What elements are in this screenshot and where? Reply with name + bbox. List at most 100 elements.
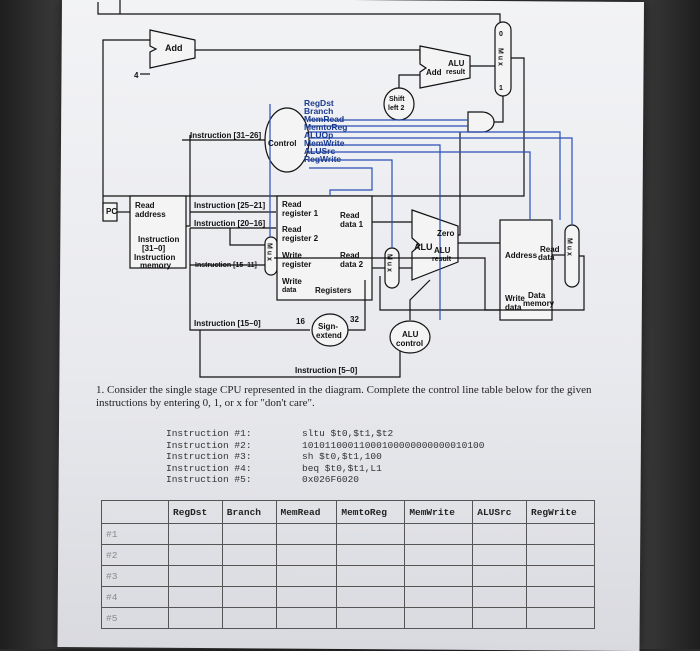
top-mux-label: M u x [497,48,504,66]
four-label: 4 [134,71,139,80]
reg-read1b: register 1 [282,209,319,218]
table-cell[interactable] [404,544,474,566]
table-header [101,500,169,524]
instr-25-21: Instruction [25–21] [194,201,265,210]
reg-data2a: Read [340,251,360,260]
table-cell[interactable] [472,523,528,545]
alu-result-top: ALU [448,59,465,68]
table-cell[interactable] [526,565,595,587]
reg-data1a: Read [340,211,360,220]
instruction-row: Instruction #4:beq $t0,$t1,L1 [166,462,382,474]
table-row: #2 [101,544,595,566]
pc-label: PC [106,207,117,216]
table-cell[interactable] [275,544,338,566]
read-data-a: Read [540,245,560,254]
control-branch: Branch [304,106,333,116]
reg-read1a: Read [282,200,302,209]
instr-20-16: Instruction [20–16] [194,219,265,228]
table-row: #1 [101,523,595,545]
reg-writea: Write [282,251,302,260]
memtoreg-mux-label: M u x [566,238,573,256]
instruction-row: Instruction #5:0x026F6020 [166,474,360,485]
sixteen-label: 16 [296,317,305,326]
table-cell[interactable] [472,544,528,566]
table-cell[interactable] [221,565,277,587]
table-cell[interactable] [336,544,406,566]
instruction-row: Instruction #1:sltu $t0,$t1,$t2 [166,428,394,439]
table-cell[interactable] [472,586,528,608]
table-cell[interactable] [526,586,595,608]
alu-res-a: ALU [434,246,451,255]
control-memtoreg: MemtoReg [304,122,347,132]
alusrc-mux-label: M u x [386,254,393,272]
row-label: #5 [101,607,169,629]
add-label: Add [165,43,183,53]
table-header: RegWrite [526,500,595,524]
table-cell[interactable] [404,523,474,545]
table-cell[interactable] [526,523,595,545]
table-cell[interactable] [275,523,338,545]
reg-writeb: register [282,260,311,269]
row-label: #3 [101,565,169,587]
read-address-1: Read [135,201,155,210]
reg-wdataa: Write [282,277,302,286]
table-header: MemtoReg [336,500,406,524]
table-cell[interactable] [168,607,223,629]
table-cell[interactable] [221,544,277,566]
table-header: RegDst [168,500,223,524]
control-memread: MemRead [304,114,344,124]
read-address-2: address [135,210,166,219]
address-label: Address [505,251,538,260]
control-aluop: ALUOp [304,130,333,140]
control-memwrite: MemWrite [304,138,345,148]
reg-data2b: data 2 [340,260,364,269]
table-cell[interactable] [336,523,406,545]
instr-mem-4: memory [140,261,172,270]
table-cell[interactable] [221,523,277,545]
reg-data1b: data 1 [340,220,364,229]
alu-label: ALU [414,242,433,252]
reg-mux-label: M u x [266,243,273,261]
table-cell[interactable] [221,607,277,629]
reg-wdatab: data [282,287,297,294]
instr-mem-1: Instruction [138,235,179,244]
table-cell[interactable] [404,586,474,608]
table-cell[interactable] [221,586,277,608]
table-cell[interactable] [168,523,223,545]
instruction-row: Instruction #3:sh $t0,$t1,100 [166,451,382,462]
table-cell[interactable] [472,565,528,587]
row-label: #4 [101,586,169,608]
sign-ext-b: extend [316,331,342,340]
control-regdst: RegDst [304,98,334,108]
instr-15-0: Instruction [15–0] [194,319,261,328]
table-cell[interactable] [275,565,338,587]
table-cell[interactable] [526,544,595,566]
alu-result-bottom: result [446,69,466,76]
table-cell[interactable] [336,565,406,587]
table-cell[interactable] [336,586,406,608]
table-cell[interactable] [336,607,406,629]
mem-write-b: data [505,303,522,312]
question-text: 1. Consider the single stage CPU represe… [96,384,592,409]
instruction-row: Instruction #2:1010110001100010000000000… [166,439,485,451]
table-row: #4 [101,586,595,608]
table-cell[interactable] [168,565,223,587]
table-cell[interactable] [275,586,338,608]
table-cell[interactable] [275,607,338,629]
table-header: MemRead [275,500,338,524]
zero-label: Zero [437,229,454,238]
table-header: Branch [221,500,277,524]
thirtytwo-label: 32 [350,315,359,324]
table-cell[interactable] [404,607,474,629]
control-line-table: RegDst Branch MemRead MemtoReg MemWrite … [101,500,595,629]
table-cell[interactable] [168,586,223,608]
table-cell[interactable] [472,607,528,629]
table-cell[interactable] [168,544,223,566]
table-cell[interactable] [404,565,474,587]
data-mem-a: Data [528,291,546,300]
reg-read2b: register 2 [282,234,319,243]
table-header: MemWrite [404,500,474,524]
shift-left-top: Shift [389,96,405,103]
instr-5-0: Instruction [5–0] [295,366,358,375]
table-cell[interactable] [526,607,595,629]
